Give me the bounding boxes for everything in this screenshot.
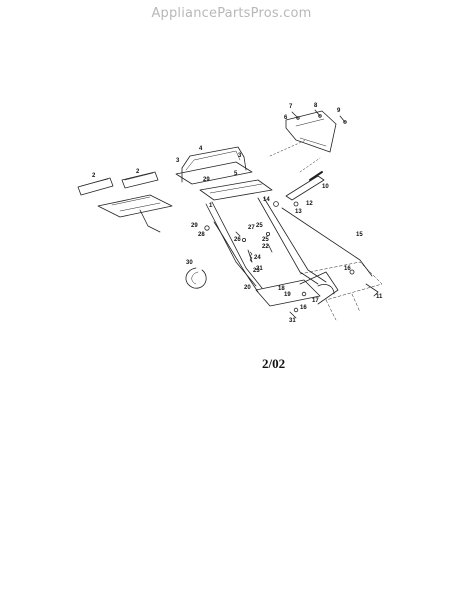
callout-31: 31 [289,318,296,324]
callout-8: 8 [314,103,318,109]
callout-20: 20 [244,285,251,291]
shift-lever [285,171,325,201]
callout-10: 10 [322,184,329,190]
callout-3a: 3 [176,158,180,164]
callout-12: 12 [306,201,313,207]
callout-5: 5 [234,171,238,177]
callout-14: 14 [263,197,270,203]
callout-19: 19 [284,292,291,298]
callout-28: 28 [198,232,205,238]
handle-tubes [205,197,327,289]
site-watermark: AppliancePartsPros.com [151,6,312,21]
lower-linkage-bracket [255,271,339,307]
shift-rod [281,207,373,277]
callout-9: 9 [337,108,341,114]
callout-4: 4 [199,146,203,152]
callout-27: 27 [248,225,255,231]
callout-1: 1 [209,203,213,209]
callout-25b: 25 [262,237,269,243]
callout-17: 17 [312,298,319,304]
retaining-ring [185,267,207,289]
callout-23: 23 [253,268,260,274]
control-housing-cover [285,110,337,153]
callout-2a: 2 [92,173,96,179]
callout-22: 22 [262,244,269,250]
callout-2b: 2 [136,169,140,175]
callout-26: 26 [234,237,241,243]
callout-15: 15 [356,232,363,238]
control-cable [213,221,259,293]
callout-30: 30 [186,260,193,266]
callout-6: 6 [284,115,288,121]
handle-bracket-lower [97,194,173,233]
callout-16b: 16 [300,305,307,311]
callout-29a: 29 [191,223,198,229]
callout-18: 18 [278,286,285,292]
handle-grip-right [121,171,159,189]
callout-29b: 29 [203,177,210,183]
callout-24: 24 [254,255,261,261]
crossbar-plate [175,161,273,201]
callout-11: 11 [376,294,383,300]
handle-grip-left [77,177,114,196]
callout-16a: 16 [344,266,351,272]
callout-13: 13 [295,209,302,215]
revision-date: 2/02 [262,356,286,371]
spring [249,251,253,263]
callout-25a: 25 [256,223,263,229]
callout-21: 21 [256,266,263,272]
callout-7: 7 [289,104,293,110]
callout-3b: 3 [238,153,242,159]
